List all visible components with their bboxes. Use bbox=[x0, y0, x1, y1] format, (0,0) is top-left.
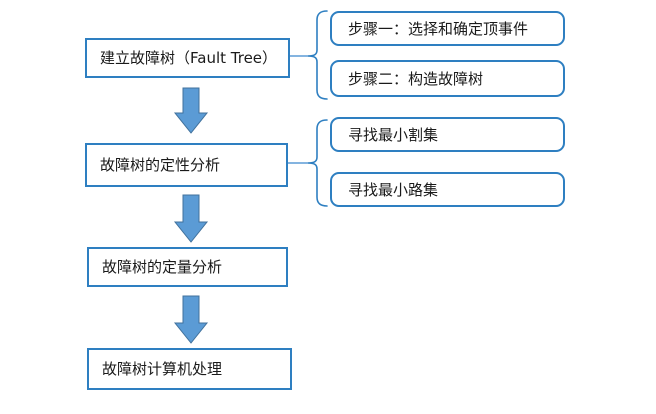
substep-label: 步骤二：构造故障树 bbox=[348, 69, 484, 88]
substep-select-top-event: 步骤一：选择和确定顶事件 bbox=[330, 11, 565, 46]
flow-step-label: 故障树的定性分析 bbox=[100, 156, 221, 174]
flow-step-qualitative-analysis: 故障树的定性分析 bbox=[85, 143, 288, 187]
down-arrow-icon bbox=[173, 295, 209, 344]
left-brace-icon bbox=[307, 119, 328, 207]
flow-step-label: 建立故障树（Fault Tree） bbox=[100, 49, 278, 67]
substep-construct-fault-tree: 步骤二：构造故障树 bbox=[330, 60, 565, 97]
down-arrow-icon bbox=[173, 194, 209, 243]
flow-step-build-fault-tree: 建立故障树（Fault Tree） bbox=[85, 38, 290, 78]
left-brace-icon bbox=[307, 10, 328, 100]
substep-minimal-path-sets: 寻找最小路集 bbox=[330, 172, 565, 207]
substep-label: 步骤一：选择和确定顶事件 bbox=[348, 19, 529, 38]
substep-label: 寻找最小路集 bbox=[348, 180, 439, 199]
substep-label: 寻找最小割集 bbox=[348, 125, 439, 144]
flow-step-label: 故障树计算机处理 bbox=[102, 360, 223, 378]
flow-step-label: 故障树的定量分析 bbox=[102, 258, 223, 276]
substep-minimal-cut-sets: 寻找最小割集 bbox=[330, 117, 565, 152]
down-arrow-icon bbox=[173, 87, 209, 134]
flow-step-computer-processing: 故障树计算机处理 bbox=[87, 348, 292, 390]
flow-step-quantitative-analysis: 故障树的定量分析 bbox=[87, 247, 288, 287]
